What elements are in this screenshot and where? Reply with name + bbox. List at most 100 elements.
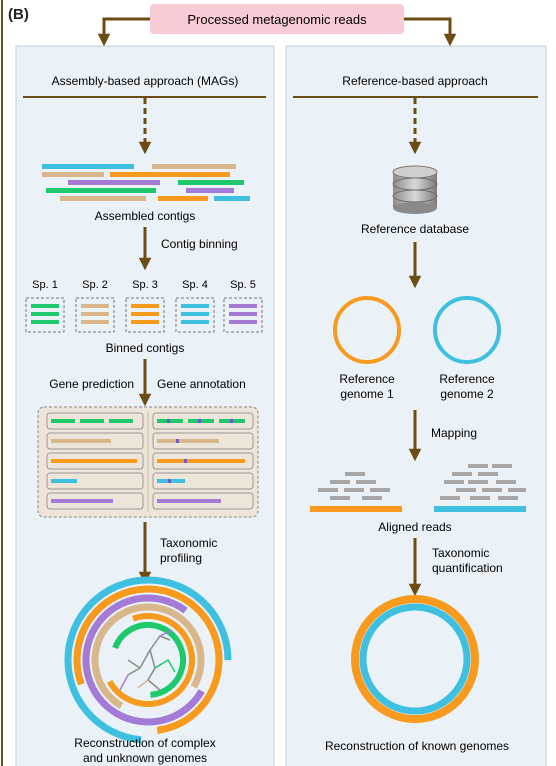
- gene-row: [46, 452, 144, 470]
- species-label: Sp. 2: [82, 279, 108, 291]
- gene-row: [152, 492, 254, 510]
- read-bar: [330, 480, 350, 484]
- read-bar: [370, 488, 390, 492]
- bin-box: [75, 297, 115, 333]
- bin-contig: [181, 312, 209, 316]
- contig-bar: [42, 172, 104, 177]
- contig-bar: [110, 172, 230, 177]
- bin-sp4: [175, 297, 215, 333]
- bin-sp3: [125, 297, 165, 333]
- database-icon: [392, 165, 438, 214]
- bin-contig: [81, 312, 109, 316]
- gene-bar: [51, 499, 113, 503]
- species-bins: [25, 297, 263, 333]
- taxonomic-quantification-label-line2: quantification: [432, 561, 503, 575]
- known-genome-inner-ring: [359, 603, 471, 715]
- contig-bar: [178, 180, 244, 185]
- read-bar: [330, 496, 350, 500]
- known-reconstruction-label: Reconstruction of known genomes: [325, 739, 509, 753]
- gene-prediction-label: Gene prediction: [49, 377, 134, 391]
- annotation-mark: [184, 459, 187, 463]
- aligned-reads-graphic: [310, 464, 526, 512]
- contig-bar: [68, 180, 160, 185]
- phylogeny-branch-purple: [119, 629, 173, 691]
- read-bar: [440, 496, 460, 500]
- annotation-mark: [168, 479, 171, 483]
- phylogeny-branches: [127, 635, 171, 691]
- genome-ring: [73, 585, 223, 735]
- phylogeny-branch-tan: [137, 679, 149, 689]
- top-box-label: Processed metagenomic reads: [187, 12, 367, 27]
- genome-ring: [82, 594, 214, 726]
- database-bottom: [393, 202, 437, 214]
- read-bar: [468, 480, 488, 484]
- bin-box: [125, 297, 165, 333]
- reference-genome-2-circle: [433, 296, 501, 364]
- gene-bar: [157, 439, 219, 443]
- bin-contig: [131, 320, 159, 324]
- gene-row: [152, 452, 254, 470]
- bin-sp2: [75, 297, 115, 333]
- bin-contig: [181, 320, 209, 324]
- read-bar: [498, 496, 518, 500]
- panel-label: (B): [8, 6, 29, 23]
- assembled-contigs-label: Assembled contigs: [95, 209, 196, 223]
- read-bar: [468, 464, 488, 468]
- read-bar: [492, 464, 512, 468]
- species-label: Sp. 1: [32, 279, 58, 291]
- branch-left-arrow: [97, 17, 150, 47]
- gene-row: [152, 432, 254, 450]
- read-bar: [318, 488, 338, 492]
- read-bar: [452, 472, 472, 476]
- reference-genome-1-label-line1: Reference: [339, 372, 395, 386]
- read-bar: [356, 480, 376, 484]
- gene-row: [152, 472, 254, 490]
- aligned-reads-label: Aligned reads: [378, 520, 451, 534]
- bin-contig: [81, 304, 109, 308]
- annotation-mark: [198, 419, 201, 423]
- species-label: Sp. 3: [132, 279, 158, 291]
- read-bar: [508, 488, 526, 492]
- gene-row: [46, 412, 144, 430]
- reference-genome-2-label-line1: Reference: [439, 372, 495, 386]
- reference-genome-1-label-line2: genome 1: [340, 387, 394, 401]
- read-bar: [362, 496, 382, 500]
- bin-sp1: [25, 297, 65, 333]
- complex-genome-circles: [64, 576, 232, 744]
- read-bar: [482, 488, 502, 492]
- contig-bar: [46, 188, 156, 193]
- bin-box: [175, 297, 215, 333]
- bin-contig: [229, 320, 257, 324]
- bin-contig: [31, 320, 59, 324]
- reference-genome-1-circle: [333, 296, 401, 364]
- reference-genome-2-label-line2: genome 2: [440, 387, 494, 401]
- gene-annotation-graphic: [37, 406, 259, 518]
- annotation-mark: [230, 419, 233, 423]
- gene-annotation-label: Gene annotation: [157, 377, 246, 391]
- bin-contig: [229, 312, 257, 316]
- bin-box: [25, 297, 65, 333]
- bin-box: [223, 297, 263, 333]
- contig-bar: [158, 196, 208, 201]
- gene-bar: [51, 459, 137, 463]
- assembly-title: Assembly-based approach (MAGs): [52, 74, 239, 88]
- gene-bar: [80, 419, 104, 423]
- bin-contig: [81, 320, 109, 324]
- gene-row: [46, 492, 144, 510]
- gene-row: [46, 432, 144, 450]
- read-bar: [478, 472, 498, 476]
- mapping-label: Mapping: [431, 426, 477, 440]
- gene-bar: [51, 419, 75, 423]
- annotation-mark: [176, 439, 179, 443]
- contig-bar: [42, 164, 134, 169]
- reference-bar-orange: [310, 506, 402, 512]
- bin-sp5: [223, 297, 263, 333]
- contig-bar: [214, 196, 250, 201]
- annotation-mark: [167, 419, 170, 423]
- bin-contig: [31, 312, 59, 316]
- gene-bar: [51, 479, 77, 483]
- taxonomic-quantification-label-line1: Taxonomic: [432, 546, 489, 560]
- reference-title: Reference-based approach: [342, 74, 487, 88]
- reference-panel: [285, 45, 547, 766]
